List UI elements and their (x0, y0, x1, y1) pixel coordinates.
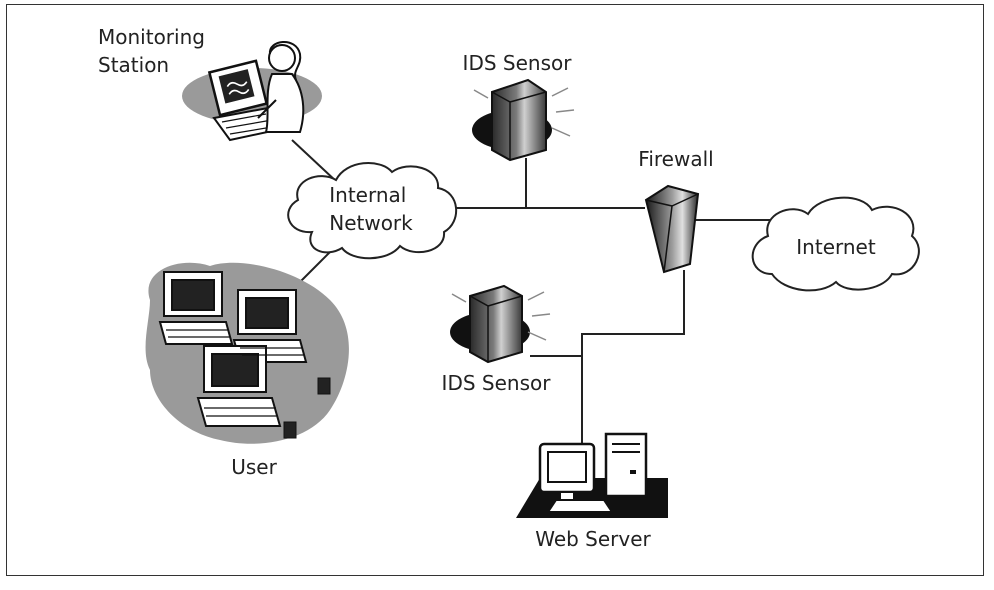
connections (289, 139, 778, 446)
user-label: User (231, 455, 277, 479)
link-firewall-dmz (581, 270, 685, 446)
monitoring-station-label: Monitoring Station (98, 25, 211, 77)
person-at-computer-icon (182, 41, 322, 142)
firewall-label: Firewall (638, 147, 713, 171)
ids-sensor-bottom-label: IDS Sensor (442, 371, 552, 395)
diagram-frame (6, 4, 984, 576)
internal-network-cloud (287, 161, 458, 260)
workstation-cluster-icon (145, 262, 349, 444)
desktop-computer-icon (516, 432, 668, 518)
server-tower-icon (450, 284, 551, 364)
server-tower-icon (472, 78, 575, 162)
web-server-label: Web Server (535, 527, 651, 551)
internet-cloud (751, 196, 920, 292)
firewall-tower-icon (644, 184, 700, 274)
internet-label: Internet (796, 235, 876, 259)
link-monitor-internal (291, 139, 339, 184)
internal-network-label: Internal Network (329, 183, 413, 235)
ids-sensor-top-label: IDS Sensor (463, 51, 573, 75)
